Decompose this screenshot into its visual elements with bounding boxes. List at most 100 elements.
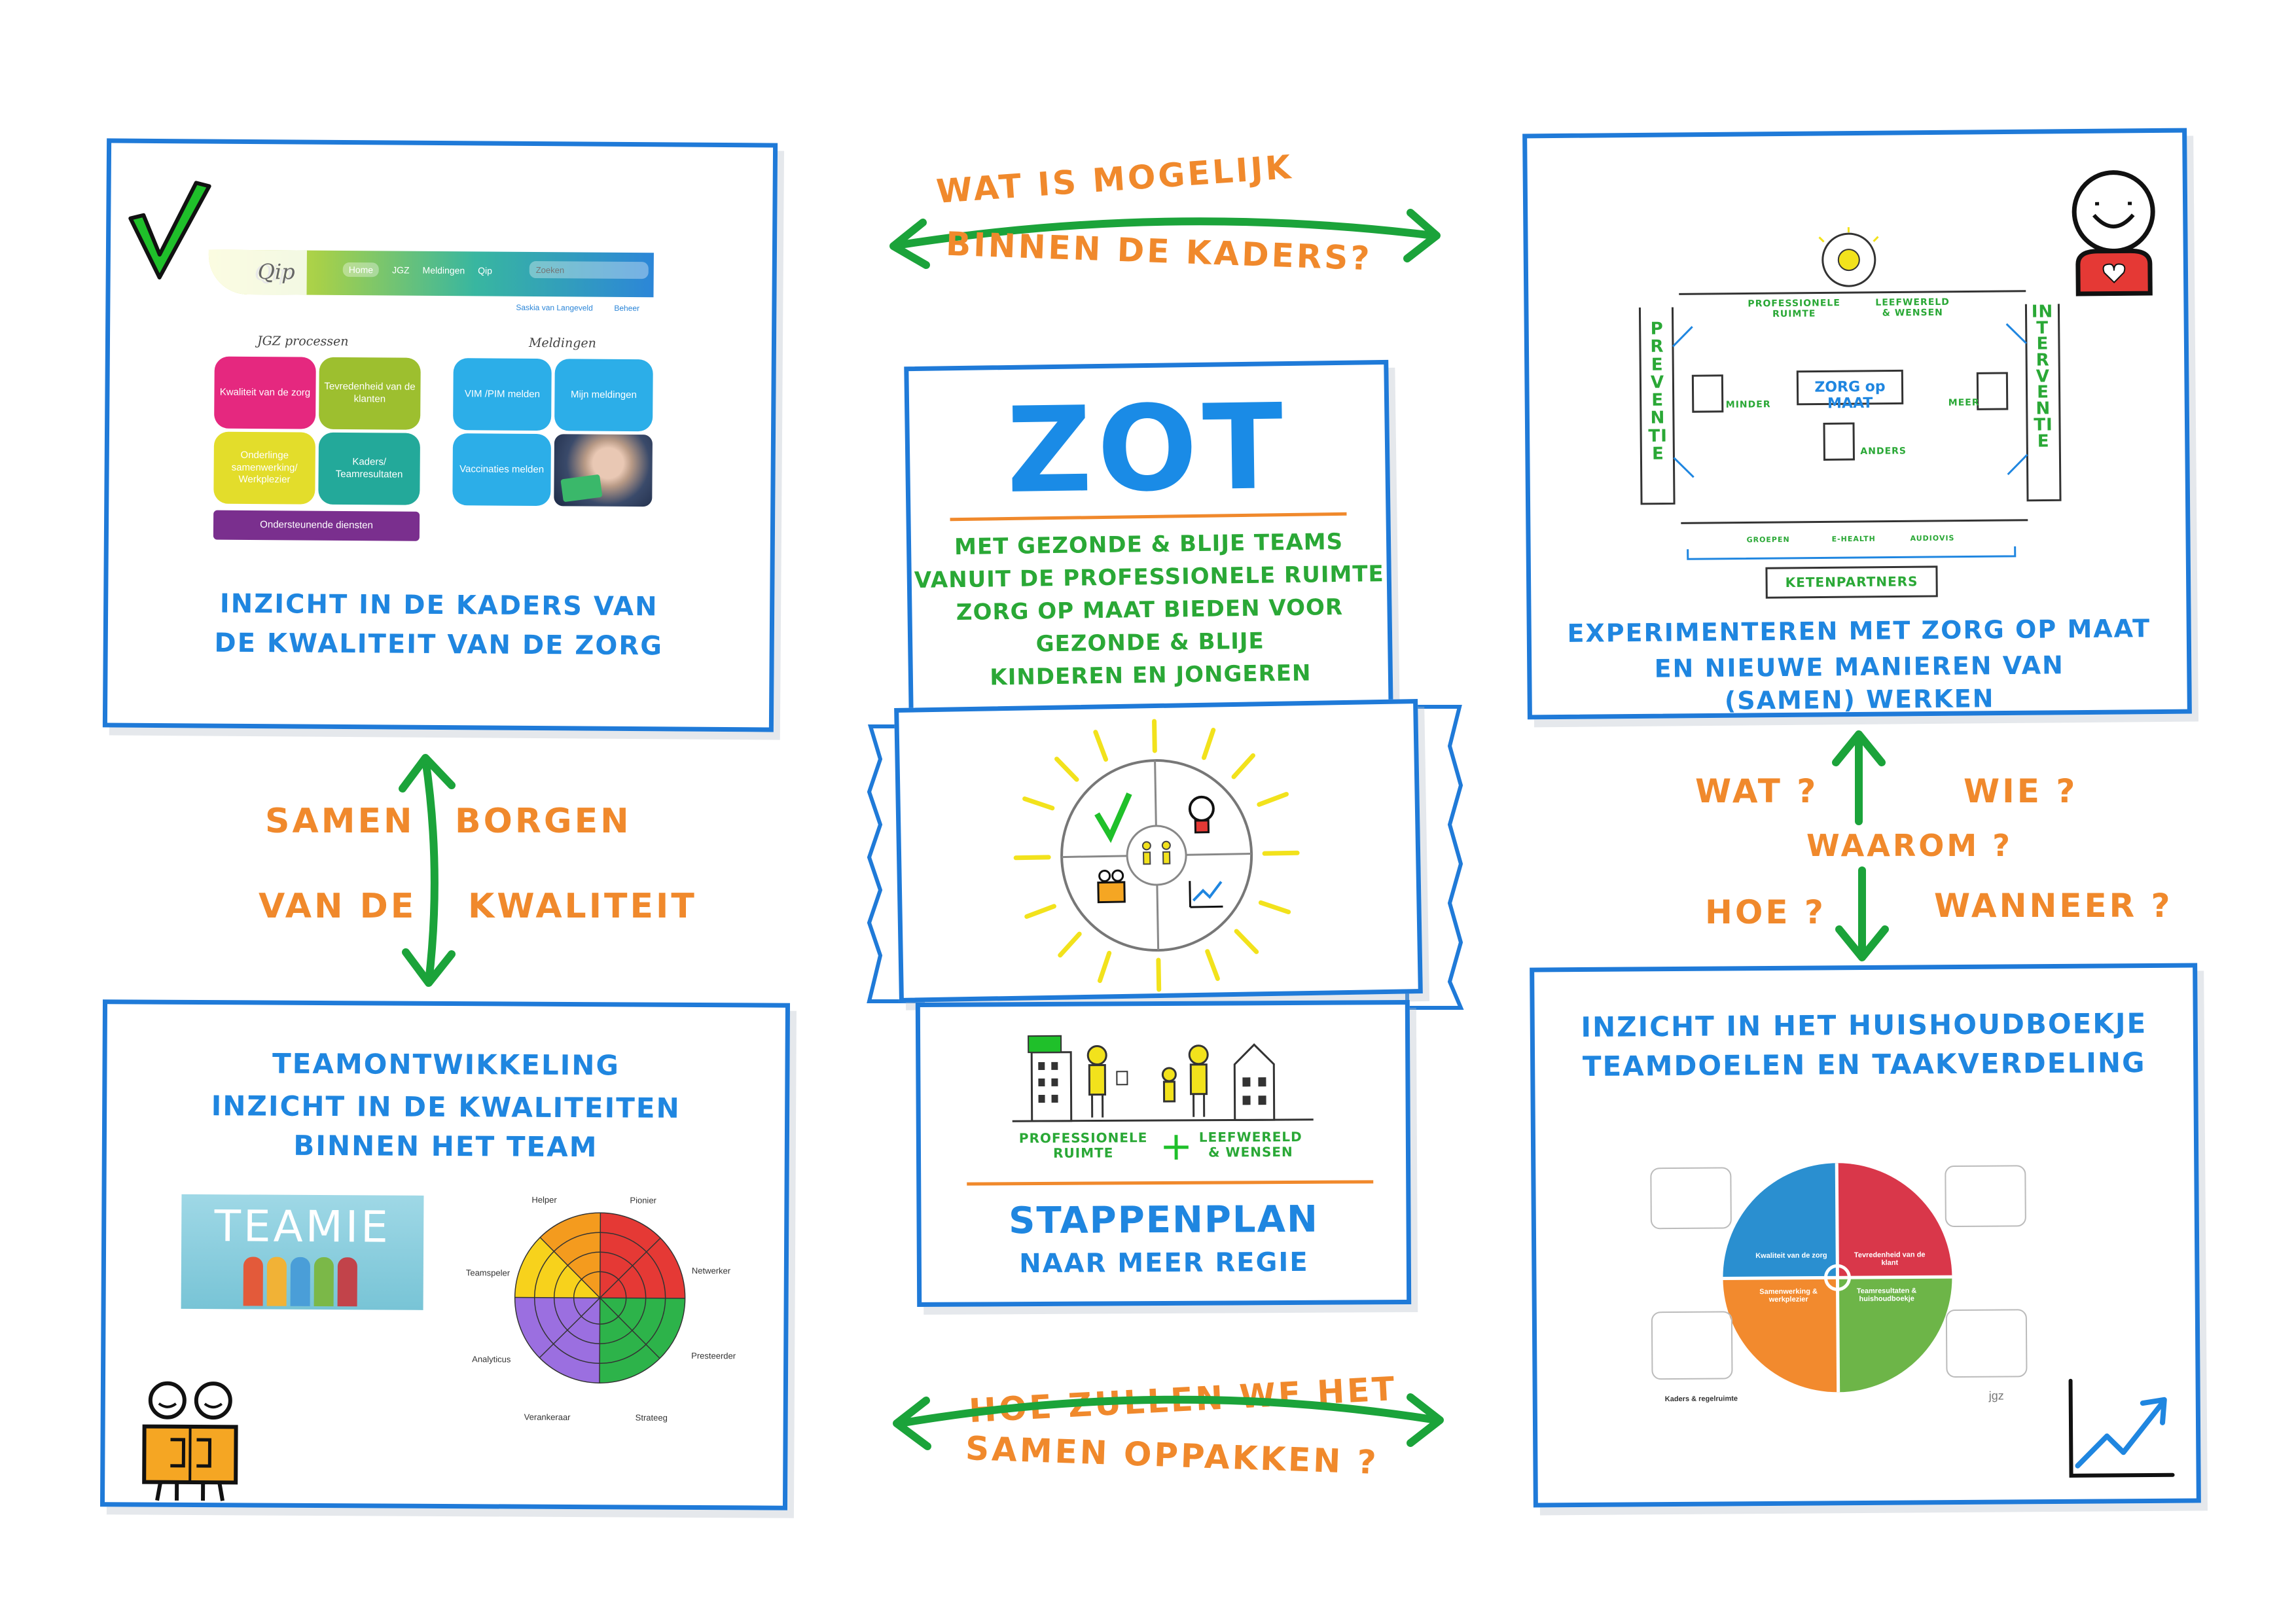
nav-jgz[interactable]: JGZ [392, 264, 410, 276]
tile-vim-pim-melden[interactable]: VIM /PIM melden [453, 358, 552, 431]
zot-line-1: MET GEZONDE & BLIJE TEAMS [954, 528, 1344, 561]
label-pr-ruimte: PROFESSIONELE RUIMTE [1748, 298, 1840, 320]
team-role-wheel [514, 1212, 686, 1383]
stappenplan-sub: NAAR MEER REGIE [1019, 1247, 1309, 1279]
sun-icon [1013, 719, 1300, 992]
vertical-arrow-left [399, 754, 456, 987]
qip-manage[interactable]: Beheer [614, 303, 640, 313]
teamontwikkeling-line2: INZICHT IN DE KWALITEITEN [211, 1090, 681, 1124]
huishoudboekje-sub: TEAMDOELEN EN TAAKVERDELING [1582, 1046, 2146, 1083]
nav-meldingen[interactable]: Meldingen [422, 264, 465, 276]
doc-note-tl [1650, 1167, 1732, 1230]
label-waarom: WAAROM ? [1806, 828, 2013, 863]
label-zorg-op-maat: ZORG op MAAT [1814, 378, 1886, 412]
wheel-label-verankeraar: Verankeraar [524, 1412, 571, 1423]
caption-experimenteren-2: EN NIEUWE MANIEREN VAN [1654, 651, 2065, 683]
plus-sign: + [1159, 1123, 1193, 1170]
qip-nav: Home JGZ Meldingen Qip [342, 262, 493, 278]
zorg-diagram: PREVENTIE INTERVENTIE PROFESSIONELE RUIM… [1632, 225, 2068, 602]
down-arrow-right [1835, 866, 1889, 961]
quadrant-label-teamresultaten: Teamresultaten & huishoudboekje [1856, 1287, 1917, 1304]
caption-kaders-1: INZICHT IN DE KADERS VAN [219, 588, 658, 622]
panel-teamontwikkeling: TEAMONTWIKKELING INZICHT IN DE KWALITEIT… [99, 999, 791, 1510]
huishoudboekje-doc: Kwaliteit van de zorg Tevredenheid van d… [1650, 1152, 2028, 1410]
section-jgz-processen: JGZ processen [257, 334, 349, 349]
checkmark-icon [128, 181, 211, 280]
tile-vaccinaties-melden[interactable]: Vaccinaties melden [452, 433, 552, 507]
tile-kwaliteit-zorg[interactable]: Kwaliteit van de zorg [214, 356, 316, 429]
zorg-diagram-frame [1638, 227, 2062, 599]
quadrant-label-kwaliteit: Kwaliteit van de zorg [1755, 1251, 1827, 1260]
doc-note-br [1945, 1309, 2028, 1378]
label-leefwereld-wensen: LEEFWERELD & WENSEN [1198, 1128, 1302, 1160]
baby-card [560, 474, 603, 503]
smiley-heart-icon [2072, 170, 2155, 296]
professionals-and-clients-icon [1012, 1035, 1314, 1122]
doc-footer-right: jgz [1988, 1389, 2004, 1402]
qip-user[interactable]: Saskia van Langeveld [516, 302, 593, 313]
teamontwikkeling-line3: BINNEN HET TEAM [293, 1129, 598, 1164]
label-hoe: HOE ? [1705, 893, 1826, 931]
tile-kaders-teamresultaten[interactable]: Kaders/ Teamresultaten [318, 432, 421, 505]
quadrant-label-samenwerking: Samenwerking & werkplezier [1759, 1287, 1818, 1304]
wheel-label-pionier: Pionier [630, 1195, 656, 1205]
caption-experimenteren-3: (SAMEN) WERKEN [1724, 684, 1995, 715]
zot-line-4: GEZONDE & BLIJE [1035, 628, 1265, 658]
wheel-label-netwerker: Netwerker [691, 1265, 731, 1276]
panel-sun [894, 699, 1423, 1003]
wheel-label-helper: Helper [531, 1194, 557, 1205]
huishoudboekje-title: INZICHT IN HET HUISHOUDBOEKJE [1581, 1007, 2147, 1044]
qip-logo-text: Qip [257, 259, 295, 285]
tile-ondersteunende-diensten[interactable]: Ondersteunende diensten [213, 510, 420, 541]
zot-title: ZOT [1005, 379, 1289, 520]
quadrant-circle [1723, 1163, 1952, 1393]
teamontwikkeling-title: TEAMONTWIKKELING [272, 1047, 620, 1082]
nav-qip[interactable]: Qip [478, 265, 493, 276]
panel-zorg-op-maat: PREVENTIE INTERVENTIE PROFESSIONELE RUIM… [1522, 128, 2192, 720]
panel-kaders-kwaliteit: Qip Qip Home JGZ Meldingen Qip Saskia va… [102, 138, 778, 732]
zot-line-2: VANUIT DE PROFESSIONELE RUIMTE [914, 560, 1384, 594]
zot-line-5: KINDEREN EN JONGEREN [990, 660, 1312, 691]
label-preventie: PREVENTIE [1648, 319, 1668, 464]
zot-line-3: ZORG OP MAAT BIEDEN VOOR [956, 594, 1344, 626]
doc-note-bl [1651, 1311, 1733, 1380]
panel-stappenplan: PROFESSIONELE RUIMTE + LEEFWERELD & WENS… [915, 1000, 1412, 1307]
baby-photo [554, 434, 653, 507]
panel-huishoudboekje: INZICHT IN HET HUISHOUDBOEKJE TEAMDOELEN… [1530, 963, 2201, 1508]
caption-kaders-2: DE KWALITEIT VAN DE ZORG [214, 628, 664, 662]
quadrant-label-tevredenheid: Tevredenheid van de klant [1854, 1251, 1926, 1267]
label-borgen: BORGEN [455, 802, 632, 841]
teamie-people [243, 1257, 357, 1307]
label-anders: ANDERS [1860, 446, 1907, 457]
label-professionele-ruimte: PROFESSIONELE RUIMTE [1018, 1130, 1148, 1161]
panel-zot: ZOT MET GEZONDE & BLIJE TEAMS VANUIT DE … [904, 359, 1393, 721]
team-sign-icon [142, 1381, 238, 1501]
double-arrow-bottom [893, 1393, 1444, 1450]
nav-home[interactable]: Home [342, 262, 380, 277]
label-wat: WAT ? [1695, 772, 1819, 810]
wheel-label-presteerder: Presteerder [691, 1350, 736, 1361]
label-kwaliteit: KWALITEIT [468, 887, 697, 926]
up-arrow-right [1832, 730, 1886, 825]
tile-tevredenheid-klanten[interactable]: Tevredenheid van de klanten [319, 357, 421, 430]
label-meer: MEER [1948, 397, 1980, 408]
wheel-label-analyticus: Analyticus [472, 1354, 511, 1364]
doc-footer-left: Kaders & regelruimte [1664, 1395, 1738, 1404]
label-leefwereld: LEEFWERELD & WENSEN [1875, 296, 1950, 319]
double-arrow-top [889, 209, 1441, 269]
label-wie: WIE ? [1964, 772, 2078, 810]
label-wanneer: WANNEER ? [1934, 887, 2173, 925]
stappenplan-title: STAPPENPLAN [1009, 1198, 1319, 1243]
label-samen: SAMEN [265, 802, 415, 841]
teamie-banner: TEAMIE [181, 1194, 424, 1310]
label-groepen: GROEPEN [1746, 535, 1790, 544]
tile-mijn-meldingen[interactable]: Mijn meldingen [554, 359, 653, 432]
stappen-divider [967, 1180, 1374, 1186]
caption-experimenteren-1: EXPERIMENTEREN MET ZORG OP MAAT [1567, 614, 2151, 648]
qip-header: Qip Qip Home JGZ Meldingen Qip [208, 249, 654, 298]
qip-search-input[interactable] [529, 260, 649, 279]
wheel-label-teamspeler: Teamspeler [465, 1268, 511, 1278]
label-van-de: VAN DE [259, 887, 417, 926]
tile-samenwerking[interactable]: Onderlinge samenwerking/ Werkplezier [213, 431, 316, 505]
label-ehealth: E-HEALTH [1831, 534, 1876, 544]
